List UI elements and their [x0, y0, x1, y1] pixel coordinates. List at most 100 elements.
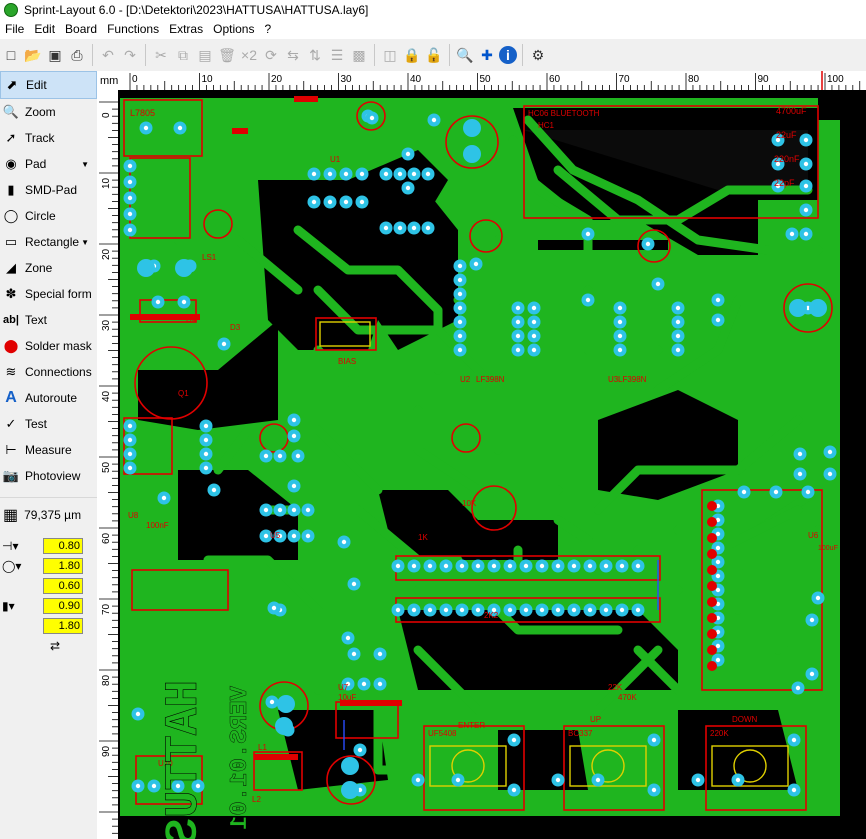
pcb-pad-hole [127, 179, 133, 185]
pcb-pad-hole [277, 533, 283, 539]
tool-special-form[interactable]: ✽Special form [0, 281, 97, 307]
pcb-pad-hole [443, 607, 449, 613]
silk-label-lcd: 22K [608, 683, 623, 692]
tool-smd-pad[interactable]: ▮SMD-Pad [0, 177, 97, 203]
pcb-pad-hole [635, 607, 641, 613]
undo-icon[interactable]: ↶ [102, 46, 114, 63]
pcb-pad-hole [715, 297, 721, 303]
tool-pad[interactable]: ◉Pad▼ [0, 151, 97, 177]
pcb-pad-hole [617, 305, 623, 311]
silk-label-u3: U3 [608, 375, 619, 384]
silk-label-b1: UF5408 [428, 729, 457, 738]
mirror-v-icon[interactable]: ⇅ [309, 46, 321, 63]
menu-board[interactable]: Board [65, 22, 98, 36]
pcb-pad-hole [715, 657, 721, 663]
pcb-pad-hole [635, 563, 641, 569]
lock-icon[interactable]: 🔒 [403, 46, 421, 63]
menu-file[interactable]: File [5, 22, 25, 36]
zoom-icon[interactable]: 🔍 [456, 46, 474, 63]
pcb-header-pin [707, 533, 717, 543]
pcb-pad-hole [127, 163, 133, 169]
pcb-pad-hole [455, 777, 461, 783]
rotate-icon[interactable]: ⟳ [265, 46, 277, 63]
grid-setting[interactable]: ▦79,375 µm [0, 497, 97, 528]
tool-solder-mask[interactable]: ⬤Solder mask [3, 338, 92, 353]
zone-icon: ◢ [6, 260, 16, 275]
tool-text[interactable]: ab|Text [3, 313, 48, 327]
pcb-pad-hole [345, 635, 351, 641]
pcb-pad-hole [311, 199, 317, 205]
pcb-canvas[interactable]: L7805 HC06 BLUETOOTH HC1 BIAS 50K LF398N… [118, 90, 866, 839]
smd-height-input[interactable]: 1.80 [43, 618, 83, 634]
pcb-pad-hole [603, 607, 609, 613]
silk-label-lcd-i2c: 470K [618, 693, 637, 702]
align-icon[interactable]: ☰ [330, 46, 344, 63]
menu-help[interactable]: ? [264, 22, 272, 36]
menu-functions[interactable]: Functions [107, 22, 160, 36]
tool-connections[interactable]: ≋Connections [0, 359, 97, 385]
menu-edit[interactable]: Edit [34, 22, 56, 36]
ruler-label: 90 [758, 74, 770, 85]
track-width-row: ⊣▾0.80 [2, 536, 97, 556]
chevron-down-icon[interactable]: ▼ [81, 237, 89, 247]
pcb-pad-hole [507, 607, 513, 613]
pcb-pad-hole [789, 231, 795, 237]
pcb-pad-hole [397, 225, 403, 231]
smd-width-input[interactable]: 0.90 [43, 598, 83, 614]
ruler-label: 60 [101, 532, 112, 544]
swap-icon[interactable]: ⇄ [50, 639, 61, 653]
redo-icon[interactable]: ↷ [124, 46, 136, 63]
tool-measure[interactable]: ⊢Measure [0, 437, 97, 463]
pcb-pad-hole [425, 225, 431, 231]
duplicate-icon[interactable]: ×2 [241, 47, 257, 63]
delete-icon[interactable]: 🗑 [218, 46, 236, 63]
pcb-pad-hole [795, 685, 801, 691]
tool-zone[interactable]: ◢Zone [0, 255, 97, 281]
silk-label-test1: 1K [418, 533, 428, 542]
menu-options[interactable]: Options [213, 22, 255, 36]
toolbar-separator [374, 44, 375, 66]
group-icon[interactable]: ▩ [352, 46, 366, 63]
unlock-icon[interactable]: 🔓 [425, 46, 443, 63]
tool-rectangle[interactable]: ▭Rectangle▼ [4, 234, 89, 249]
tool-edit[interactable]: ⬈Edit [0, 71, 97, 99]
track-width-input[interactable]: 0.80 [43, 538, 83, 554]
cut-icon[interactable]: ✂ [155, 46, 167, 63]
smd-size-icon: ▮▾ [2, 599, 15, 613]
pad-icon: ◉ [5, 156, 17, 171]
pad-inner-input[interactable]: 0.60 [43, 578, 83, 594]
ungroup-icon[interactable]: ◫ [383, 46, 397, 63]
save-icon[interactable]: ▣ [48, 46, 62, 63]
pcb-pad-hole [127, 451, 133, 457]
tool-zoom[interactable]: 🔍Zoom [2, 104, 56, 119]
print-icon[interactable]: ⎙ [71, 46, 83, 63]
pcb-pad-hole [457, 347, 463, 353]
paste-icon[interactable]: ▤ [198, 46, 212, 63]
component-icon[interactable]: ⚙ [531, 46, 545, 63]
pcb-pad-hole [457, 333, 463, 339]
pcb-header-pin [707, 661, 717, 671]
tool-track[interactable]: ➚Track [0, 125, 97, 151]
pcb-pad-hole [395, 563, 401, 569]
autoroute-icon: A [5, 389, 17, 406]
pcb-pad-hole [531, 347, 537, 353]
info-icon[interactable]: i [499, 46, 517, 64]
pcb-pad-hole [427, 607, 433, 613]
tool-circle[interactable]: ◯Circle [3, 208, 56, 223]
mirror-h-icon[interactable]: ⇆ [287, 46, 299, 63]
pad-outer-input[interactable]: 1.80 [43, 558, 83, 574]
pcb-pad-hole [715, 573, 721, 579]
pcb-pad-hole [459, 563, 465, 569]
connect-icon[interactable]: ✚ [481, 46, 493, 63]
chevron-down-icon[interactable]: ▼ [81, 159, 89, 169]
tool-test[interactable]: ✓Test [0, 411, 97, 437]
pcb-pad-hole [459, 607, 465, 613]
open-icon[interactable]: 📂 [24, 46, 42, 63]
new-icon[interactable]: □ [6, 47, 16, 63]
circle-icon: ◯ [3, 208, 19, 223]
tool-photoview[interactable]: 📷Photoview [2, 468, 81, 483]
pcb-board[interactable]: L7805 HC06 BLUETOOTH HC1 BIAS 50K LF398N… [118, 90, 866, 839]
copy-icon[interactable]: ⧉ [178, 46, 188, 63]
menu-extras[interactable]: Extras [169, 22, 204, 36]
